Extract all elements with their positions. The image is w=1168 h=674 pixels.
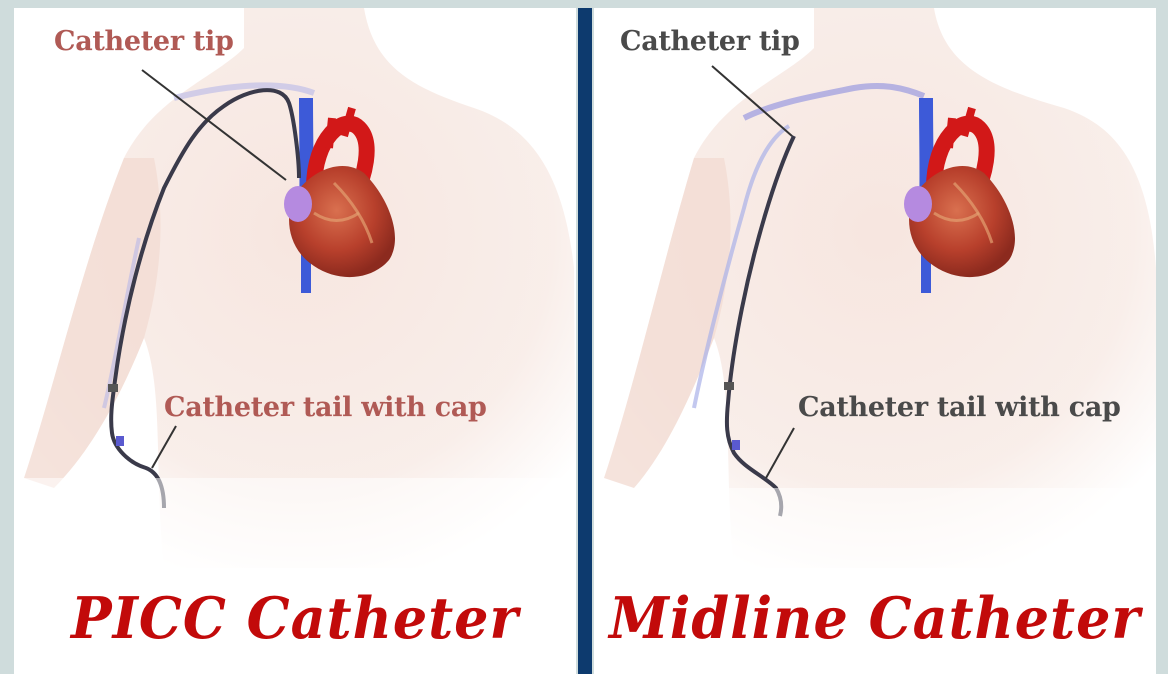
catheter-tip-label: Catheter tip xyxy=(54,26,234,57)
picc-panel: Catheter tip Catheter tail with cap PICC… xyxy=(14,8,576,674)
catheter-tip-label: Catheter tip xyxy=(620,26,800,57)
picc-title: PICC Catheter xyxy=(14,584,576,651)
panel-divider xyxy=(578,8,592,674)
midline-panel: Catheter tip Catheter tail with cap Midl… xyxy=(594,8,1156,674)
catheter-tail-label: Catheter tail with cap xyxy=(798,392,1121,423)
catheter-tail-label: Catheter tail with cap xyxy=(164,392,487,423)
midline-torso-illustration xyxy=(594,8,1156,568)
picc-torso-illustration xyxy=(14,8,576,568)
midline-title: Midline Catheter xyxy=(594,584,1156,651)
